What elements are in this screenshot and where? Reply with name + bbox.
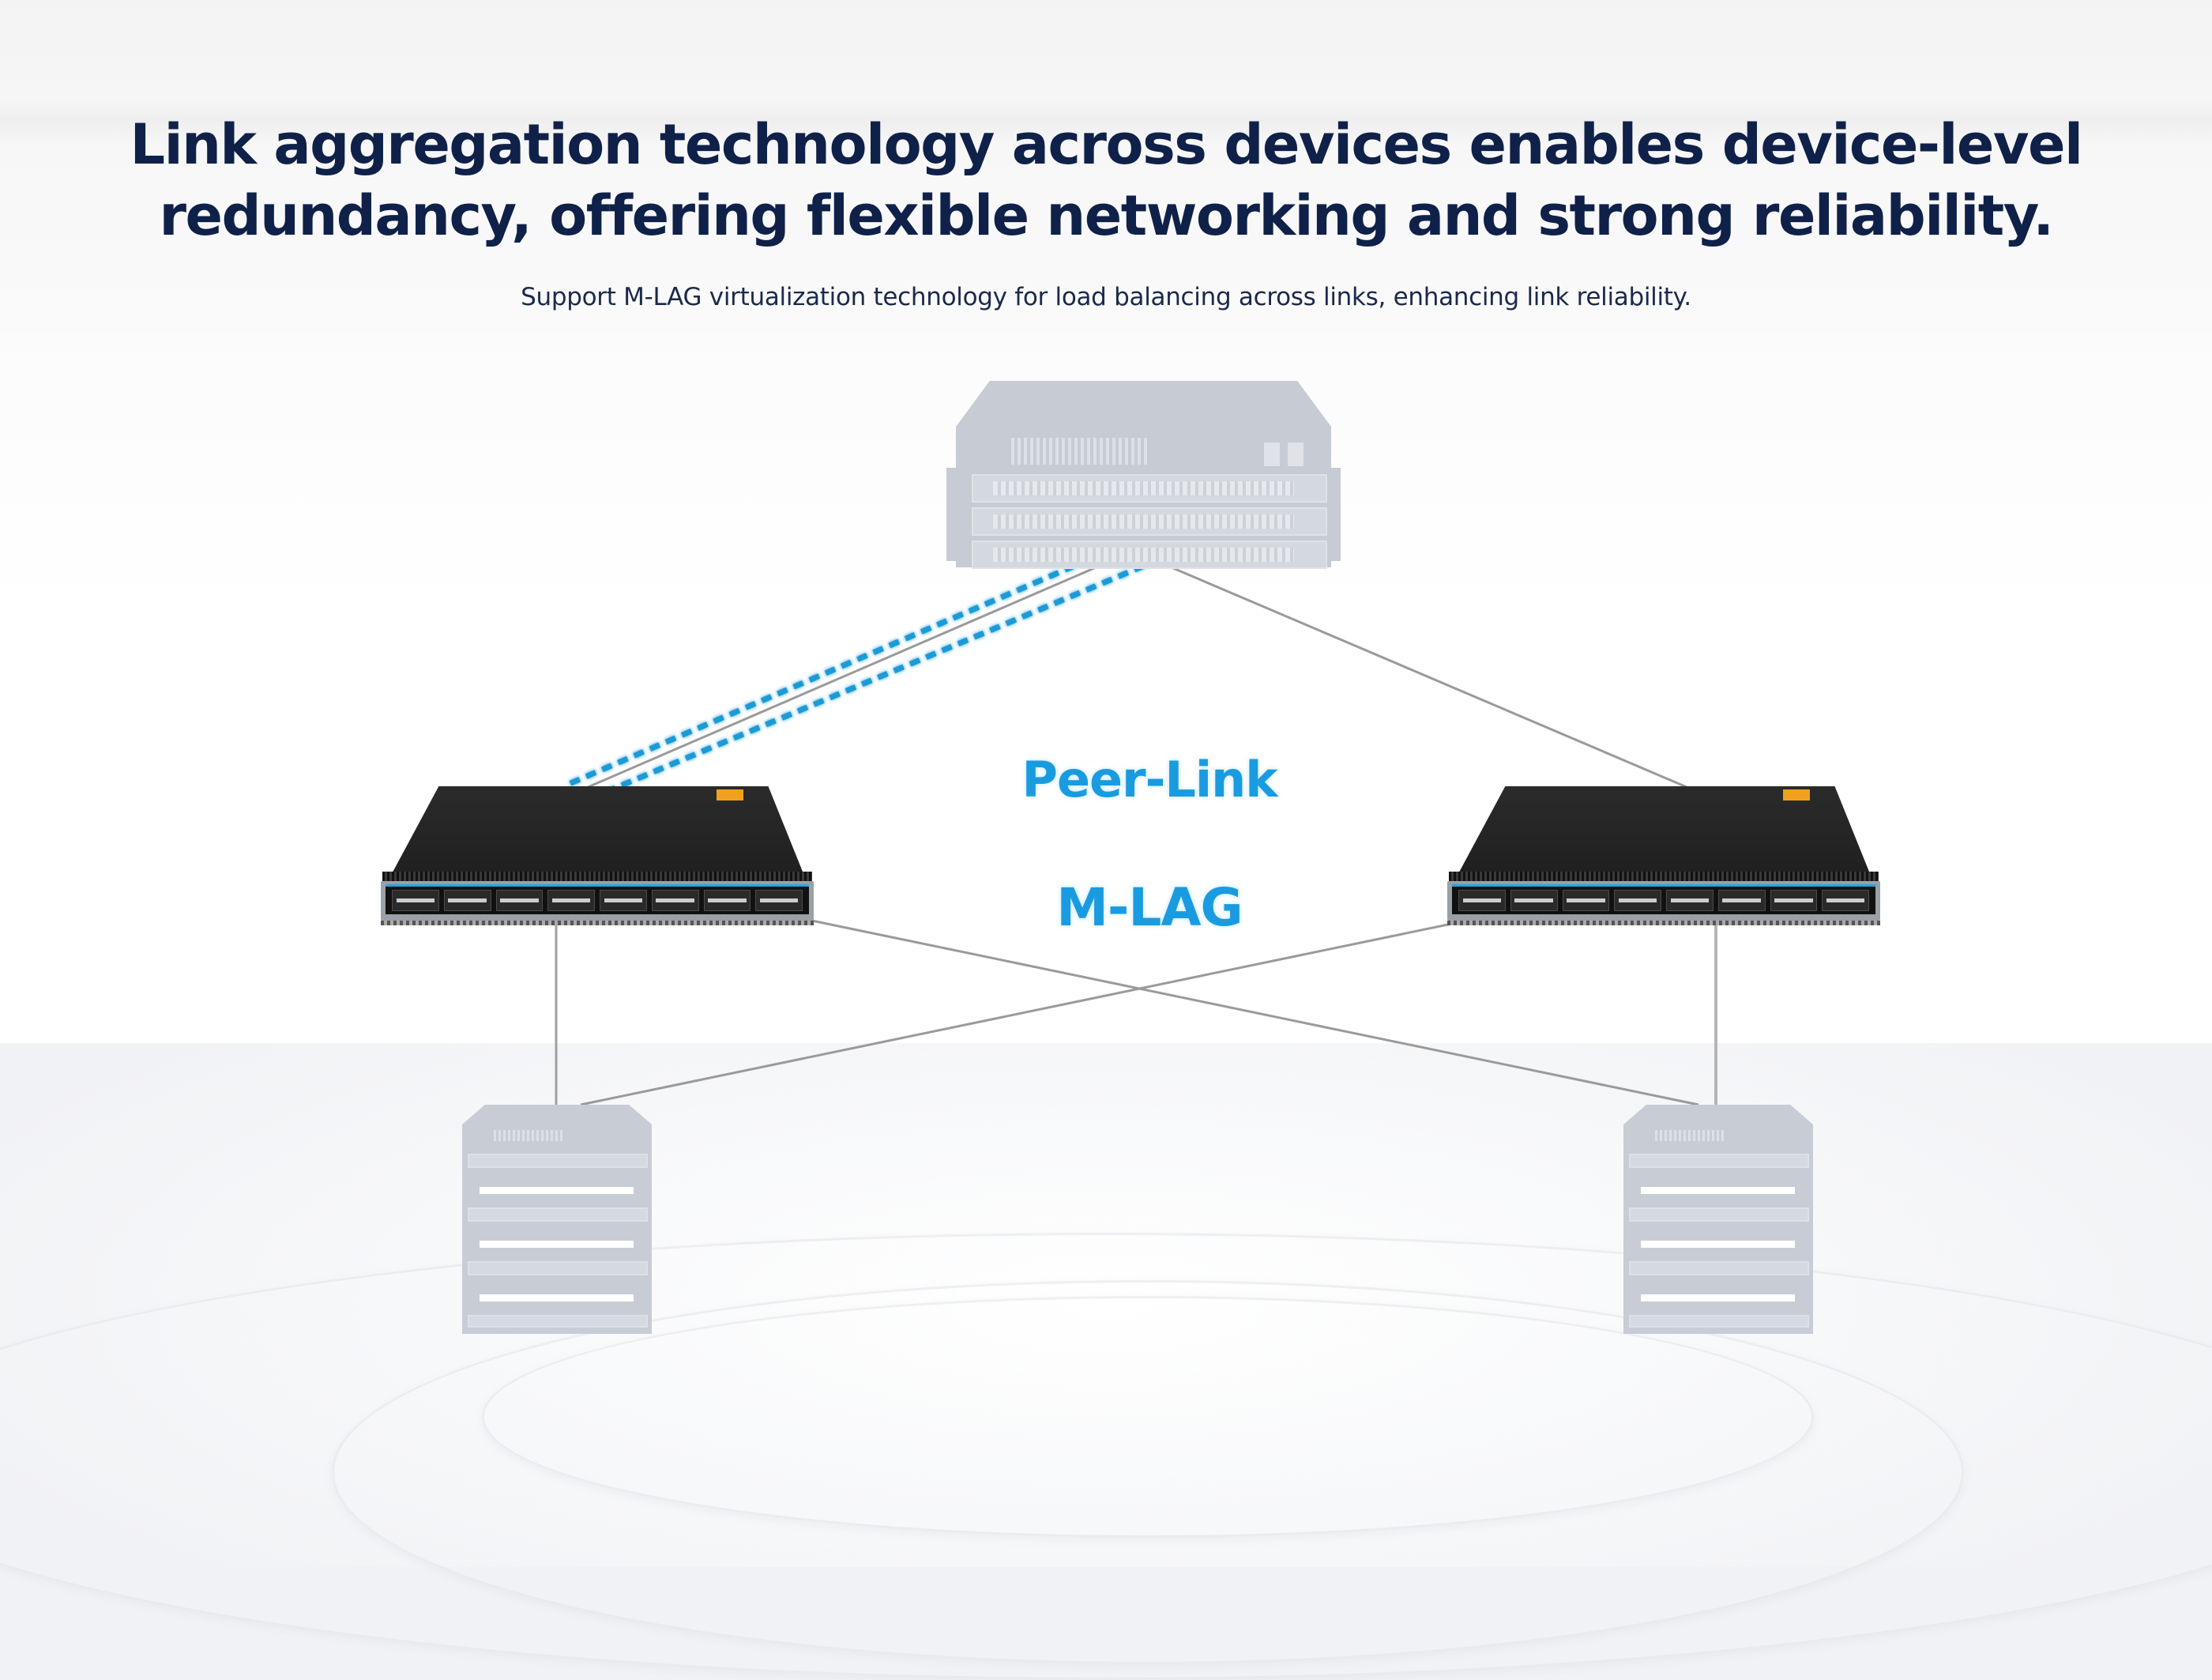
- core-line-card-2: [972, 507, 1327, 536]
- switch-front-panel: [381, 881, 814, 921]
- port-group: [1614, 890, 1661, 911]
- core-vent: [1011, 438, 1149, 465]
- link-left-switch-right-server: [803, 917, 1699, 1106]
- server-drive-bay: [468, 1261, 648, 1275]
- server-slot: [480, 1187, 634, 1194]
- port-group: [651, 890, 699, 911]
- switch-bottom-vents: [1447, 921, 1880, 925]
- port-group: [1770, 890, 1818, 911]
- server-vent: [494, 1130, 565, 1141]
- server-slot: [480, 1241, 634, 1248]
- port-group: [1510, 890, 1558, 911]
- server-vent: [1655, 1130, 1726, 1141]
- server-slot: [480, 1294, 634, 1301]
- headline: Link aggregation technology across devic…: [0, 109, 2212, 251]
- port-group: [1562, 890, 1610, 911]
- switch-vent-grill: [1449, 872, 1879, 881]
- topology-links: [534, 563, 1717, 1106]
- port-group: [1458, 890, 1506, 911]
- link-core-right-solid: [1167, 564, 1687, 789]
- port-group: [495, 890, 544, 911]
- port-group: [600, 890, 647, 911]
- server-top: [1623, 1105, 1813, 1124]
- switch-chassis-top: [389, 786, 806, 880]
- floor-ring-inner: [482, 1296, 1814, 1538]
- link-right-switch-left-server: [580, 920, 1464, 1106]
- port-group: [443, 890, 491, 911]
- server-drive-bay: [1629, 1154, 1809, 1168]
- core-status-panel-2: [1288, 443, 1304, 466]
- switch-bottom-vents: [381, 921, 814, 925]
- port-group: [547, 890, 595, 911]
- switch-front-panel: [1447, 881, 1880, 921]
- core-status-panel-1: [1264, 443, 1280, 466]
- warning-sticker: [717, 789, 743, 800]
- server-drive-bay: [468, 1154, 648, 1168]
- warning-sticker: [1783, 789, 1810, 800]
- core-mount-ear-right: [1331, 468, 1341, 561]
- port-group: [392, 890, 439, 911]
- port-group: [755, 890, 803, 911]
- port-group: [1822, 890, 1869, 911]
- server-drive-bay: [468, 1315, 648, 1328]
- core-line-card-3: [972, 541, 1327, 569]
- server-top: [462, 1105, 652, 1124]
- background-top: [0, 0, 2212, 332]
- core-line-card-1: [972, 474, 1327, 503]
- server-drive-bay: [468, 1207, 648, 1222]
- switch-right: [1447, 786, 1880, 925]
- headline-line-1: Link aggregation technology across devic…: [130, 112, 2084, 177]
- link-core-left-solid: [585, 564, 1100, 789]
- port-group: [1717, 890, 1766, 911]
- server-right: [1620, 1105, 1817, 1334]
- core-mount-ear-left: [946, 468, 956, 561]
- switch-vent-grill: [382, 872, 812, 881]
- server-drive-bay: [1629, 1315, 1809, 1328]
- subheadline: Support M-LAG virtualization technology …: [521, 283, 1691, 311]
- link-core-left-dashed-1: [566, 563, 1076, 788]
- server-drive-bay: [1629, 1207, 1809, 1222]
- server-slot: [1641, 1187, 1795, 1194]
- switch-chassis-top: [1455, 786, 1872, 880]
- link-core-left-dashed-2: [608, 563, 1146, 793]
- port-group: [703, 890, 751, 911]
- server-slot: [1641, 1294, 1795, 1301]
- core-chassis-switch: [944, 381, 1343, 569]
- server-slot: [1641, 1241, 1795, 1248]
- core-chassis-top: [956, 381, 1331, 427]
- server-left: [458, 1105, 656, 1334]
- port-group: [1666, 890, 1714, 911]
- mlag-label: M-LAG: [1056, 877, 1243, 938]
- peer-link-label: Peer-Link: [1021, 751, 1278, 808]
- switch-left: [381, 786, 814, 925]
- server-drive-bay: [1629, 1261, 1809, 1275]
- headline-line-2: redundancy, offering flexible networking…: [159, 183, 2055, 248]
